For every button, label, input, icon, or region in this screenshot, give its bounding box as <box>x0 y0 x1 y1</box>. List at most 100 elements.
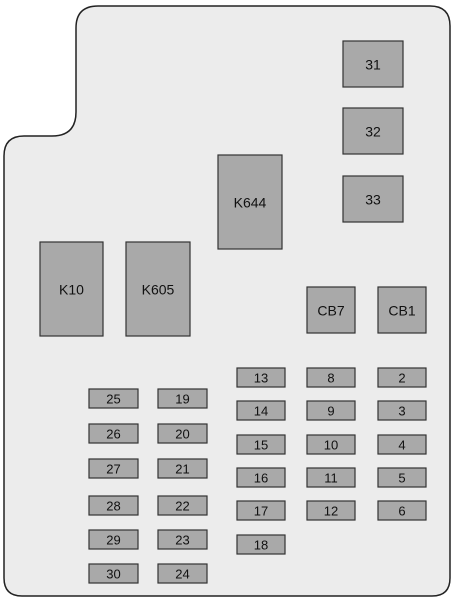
fuse-label: 13 <box>254 371 268 386</box>
fuse-box <box>236 500 286 521</box>
relay-k10: K10 <box>39 241 104 337</box>
fuse-box <box>377 467 427 488</box>
fuse-box <box>306 434 356 455</box>
relay-box <box>342 107 404 155</box>
fuse-label: 30 <box>106 567 120 582</box>
relay-cb1: CB1 <box>377 286 427 334</box>
relay-box <box>306 286 356 334</box>
fuse-19: 19 <box>157 388 208 409</box>
fuse-box <box>306 400 356 421</box>
fuse-label: 6 <box>398 504 405 519</box>
fuse-label: 27 <box>106 462 120 477</box>
relay-label: K644 <box>234 195 267 211</box>
relay-box <box>377 286 427 334</box>
fuse-label: 17 <box>254 504 268 519</box>
fuse-box <box>157 388 208 409</box>
fuse-9: 9 <box>306 400 356 421</box>
fuse-label: 3 <box>398 404 405 419</box>
fuse-box <box>236 434 286 455</box>
fuse-6: 6 <box>377 500 427 521</box>
fuse-label: 20 <box>175 427 189 442</box>
fuse-10: 10 <box>306 434 356 455</box>
fuse-26: 26 <box>88 423 139 444</box>
fuse-label: 15 <box>254 438 268 453</box>
fuse-box <box>88 529 139 550</box>
fuse-21: 21 <box>157 458 208 479</box>
relay-32: 32 <box>342 107 404 155</box>
fuse-label: 23 <box>175 533 189 548</box>
fuse-box <box>236 367 286 388</box>
fuse-label: 21 <box>175 462 189 477</box>
fuse-box <box>236 400 286 421</box>
fuse-label: 25 <box>106 392 120 407</box>
fuse-label: 29 <box>106 533 120 548</box>
fuse-box <box>157 458 208 479</box>
fuse-15: 15 <box>236 434 286 455</box>
fuse-3: 3 <box>377 400 427 421</box>
fuse-23: 23 <box>157 529 208 550</box>
relay-label: 32 <box>365 124 381 140</box>
fuse-box <box>377 400 427 421</box>
fuse-box <box>88 423 139 444</box>
fuse-box <box>377 367 427 388</box>
relay-label: CB7 <box>317 303 344 319</box>
fuse-label: 9 <box>327 404 334 419</box>
fuse-label: 4 <box>398 438 405 453</box>
fuse-29: 29 <box>88 529 139 550</box>
relay-k644: K644 <box>217 154 283 250</box>
relay-k605: K605 <box>125 241 191 337</box>
fuse-5: 5 <box>377 467 427 488</box>
fuse-box <box>377 434 427 455</box>
fuse-label: 12 <box>324 504 338 519</box>
fuse-box <box>88 495 139 516</box>
fuse-box <box>236 467 286 488</box>
fuse-22: 22 <box>157 495 208 516</box>
fuse-label: 2 <box>398 371 405 386</box>
relay-33: 33 <box>342 175 404 223</box>
relay-label: 31 <box>365 57 381 73</box>
fuse-24: 24 <box>157 563 208 584</box>
fuse-label: 5 <box>398 471 405 486</box>
fuse-28: 28 <box>88 495 139 516</box>
fuse-label: 16 <box>254 471 268 486</box>
fuse-group: 2345689101112131415161718192021222324252… <box>88 367 427 584</box>
relay-box <box>217 154 283 250</box>
fuse-20: 20 <box>157 423 208 444</box>
fuse-box <box>88 563 139 584</box>
relay-label: 33 <box>365 192 381 208</box>
fuse-box <box>157 495 208 516</box>
fuse-18: 18 <box>236 534 286 555</box>
fuse-16: 16 <box>236 467 286 488</box>
fuse-box <box>377 500 427 521</box>
fuse-box <box>157 423 208 444</box>
fuse-label: 22 <box>175 499 189 514</box>
fuse-27: 27 <box>88 458 139 479</box>
fuse-8: 8 <box>306 367 356 388</box>
fuse-label: 24 <box>175 567 189 582</box>
relay-box <box>125 241 191 337</box>
fuse-2: 2 <box>377 367 427 388</box>
fuse-4: 4 <box>377 434 427 455</box>
relay-box <box>342 175 404 223</box>
fuse-13: 13 <box>236 367 286 388</box>
fuse-box <box>306 467 356 488</box>
fuse-label: 28 <box>106 499 120 514</box>
fuse-11: 11 <box>306 467 356 488</box>
fuse-box <box>88 388 139 409</box>
relay-label: CB1 <box>388 303 415 319</box>
fuse-label: 10 <box>324 438 338 453</box>
fuse-label: 19 <box>175 392 189 407</box>
fuse-label: 14 <box>254 404 268 419</box>
relay-label: K605 <box>142 282 175 298</box>
relay-label: K10 <box>59 282 84 298</box>
fuse-box <box>157 529 208 550</box>
fuse-box <box>88 458 139 479</box>
fuse-label: 11 <box>324 471 338 486</box>
fuse-label: 18 <box>254 538 268 553</box>
fuse-box <box>306 500 356 521</box>
fuse-box <box>306 367 356 388</box>
fuse-label: 8 <box>327 371 334 386</box>
fuse-label: 26 <box>106 427 120 442</box>
relay-box <box>39 241 104 337</box>
